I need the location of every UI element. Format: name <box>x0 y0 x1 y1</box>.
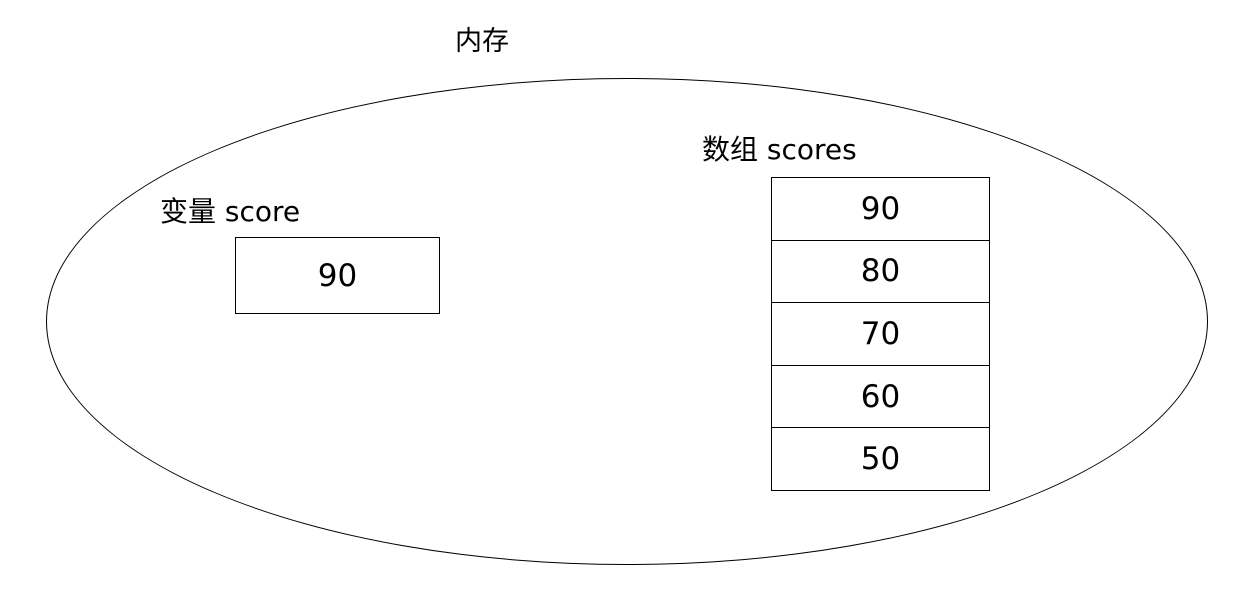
memory-ellipse <box>46 78 1208 565</box>
array-cell-4: 50 <box>772 427 989 490</box>
array-cell-1: 80 <box>772 239 989 303</box>
array-cell-3: 60 <box>772 364 989 428</box>
array-cell-2: 70 <box>772 302 989 365</box>
variable-score-label: 变量 score <box>160 195 301 228</box>
memory-title: 内存 <box>455 26 509 57</box>
array-scores-box: 90 80 70 60 50 <box>771 177 990 491</box>
variable-score-value: 90 <box>317 257 358 294</box>
array-scores-label: 数组 scores <box>702 133 857 166</box>
array-cell-0: 90 <box>860 190 901 227</box>
variable-score-box: 90 <box>235 237 440 314</box>
